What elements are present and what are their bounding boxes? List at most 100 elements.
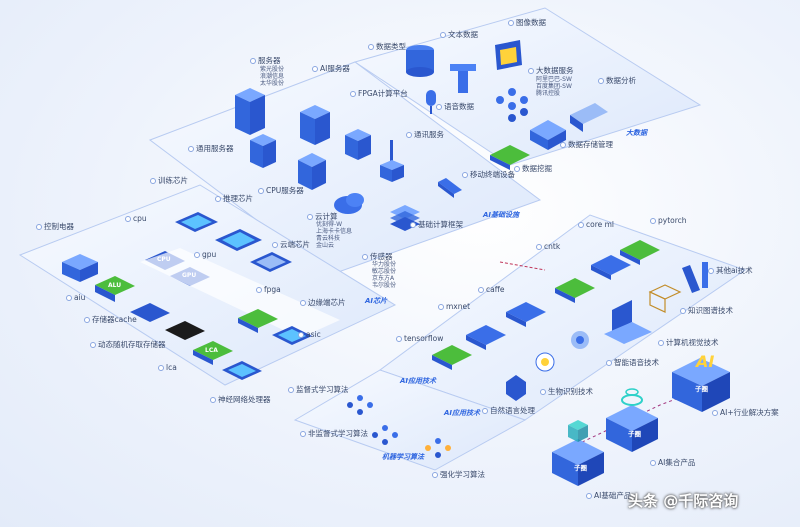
big-data-company: 阿里巴巴-SW	[536, 76, 572, 83]
chip-row-board	[140, 248, 340, 338]
cache-chip-icon	[130, 303, 170, 322]
chip-icon	[250, 252, 292, 272]
hologram-ring-icon	[621, 388, 643, 406]
product-block	[606, 405, 658, 452]
label-base-products: AI基础产品	[586, 491, 631, 500]
label-computer-vision: 计算机视觉技术	[658, 338, 719, 347]
label-text-data: 文本数据	[440, 30, 478, 39]
database-icon	[406, 45, 434, 77]
algorithm-network-icon	[425, 438, 451, 458]
label-edge-chips: 边缘端芯片	[300, 298, 346, 307]
chip-icon	[215, 229, 262, 251]
label-speech-tech: 智能语音技术	[606, 358, 659, 367]
label-mobile-devices: 移动终端设备	[462, 170, 515, 179]
label-data-storage: 数据存储管理	[560, 140, 613, 149]
tech-tile-icon	[620, 240, 660, 265]
label-data-types: 数据类型	[368, 42, 406, 51]
tech-tile-icon	[466, 325, 506, 350]
cloud-icon	[334, 193, 364, 214]
label-inference-chips: 推理芯片	[215, 194, 253, 203]
algorithm-network-icon	[347, 395, 373, 415]
chip-text-lca: LCA	[205, 347, 218, 354]
label-cntk: cntk	[536, 242, 560, 251]
label-training-chips: 训练芯片	[150, 176, 188, 185]
big-data-company: 腾讯控股	[536, 90, 561, 97]
label-integrated-products: AI集合产品	[650, 458, 695, 467]
nlp-brain-icon	[506, 375, 526, 401]
image-icon	[495, 40, 522, 70]
platform-tag: 机器学习算法	[382, 453, 424, 461]
stack-frame-icon	[390, 205, 420, 231]
label-cpu-servers: CPU服务器	[258, 186, 304, 195]
tech-tile-icon	[555, 278, 595, 303]
label-knowledge-graph: 知识图谱技术	[680, 306, 733, 315]
label-unsupervised: 非监督式学习算法	[300, 429, 368, 438]
tech-tile-icon	[432, 345, 472, 370]
data-mining-grid-icon	[490, 145, 530, 170]
label-tensorflow: tensorflow	[396, 334, 443, 343]
label-data-mining: 数据挖掘	[514, 164, 552, 173]
algorithm-network-icon	[372, 425, 398, 445]
chip-text-gpu: GPU	[182, 272, 197, 279]
sensor-company: 京东方A	[372, 275, 395, 282]
knowledge-graph-icon	[648, 284, 682, 313]
big-data-company: 百度集团-SW	[536, 83, 572, 90]
platform-ml-algorithms	[293, 369, 527, 471]
label-core-ml: core ml	[578, 220, 614, 229]
label-sensors: 传感器	[362, 252, 393, 261]
label-general-servers: 通用服务器	[188, 144, 234, 153]
cloud-company: 青云科技	[316, 235, 341, 242]
control-unit-icon	[62, 254, 98, 282]
label-supervised: 监督式学习算法	[288, 385, 349, 394]
ai-letters-icon	[682, 262, 708, 293]
label-fpga-platform: FPGA计算平台	[350, 89, 408, 98]
voice-wave-icon	[571, 331, 589, 349]
lca-chip-icon	[193, 341, 233, 365]
storage-box-icon	[530, 120, 566, 150]
npu-chip-icon	[222, 361, 262, 380]
hologram-cube-icon	[568, 420, 588, 442]
label-voice-data: 语音数据	[436, 102, 474, 111]
asic-chip-icon	[272, 326, 312, 345]
biometric-face-icon	[535, 352, 555, 372]
chip-icon	[175, 212, 218, 232]
label-lca: lca	[158, 363, 177, 372]
server-tower-icon	[235, 88, 265, 135]
product-badge: 子圈	[695, 385, 708, 393]
label-reinforcement: 强化学习算法	[432, 470, 485, 479]
label-ai-servers: AI服务器	[312, 64, 350, 73]
product-block	[672, 358, 730, 412]
label-image-data: 图像数据	[508, 18, 546, 27]
label-base-framework: 基础计算框架	[410, 220, 463, 229]
label-fpga: fpga	[256, 285, 281, 294]
sensor-company: 敏芯股份	[372, 268, 397, 275]
label-mxnet: mxnet	[438, 302, 470, 311]
label-nlp: 自然语言处理	[482, 406, 535, 415]
servers-company: 紫光股份	[260, 66, 285, 73]
servers-company: 太华股份	[260, 80, 285, 87]
analysis-screen-icon	[570, 103, 608, 132]
label-cpu: cpu	[125, 214, 147, 223]
chip-text-alu: ALU	[108, 282, 122, 289]
server-tower-icon	[300, 105, 330, 145]
label-data-analysis: 数据分析	[598, 76, 636, 85]
product-badge: 子圈	[574, 464, 587, 472]
label-controller: 控制电器	[36, 222, 74, 231]
laptop-icon	[604, 300, 652, 344]
fpga-chip-icon	[238, 309, 278, 333]
label-dram: 动态随机存取存储器	[90, 340, 166, 349]
tech-tile-icon	[591, 255, 631, 280]
network-cube-icon	[496, 88, 528, 122]
label-servers: 服务器	[250, 56, 281, 65]
platform-big-data	[353, 7, 702, 166]
watermark-text: 头条 @千际咨询	[628, 492, 739, 510]
cpu-server-icon	[298, 153, 326, 190]
label-pytorch: pytorch	[650, 216, 687, 225]
platform-tag: AI应用技术	[400, 377, 437, 385]
text-t-icon	[450, 64, 476, 93]
cloud-company: 金山云	[316, 242, 335, 249]
label-big-data-services: 大数据服务	[528, 66, 574, 75]
label-npu: 神经网络处理器	[210, 395, 271, 404]
